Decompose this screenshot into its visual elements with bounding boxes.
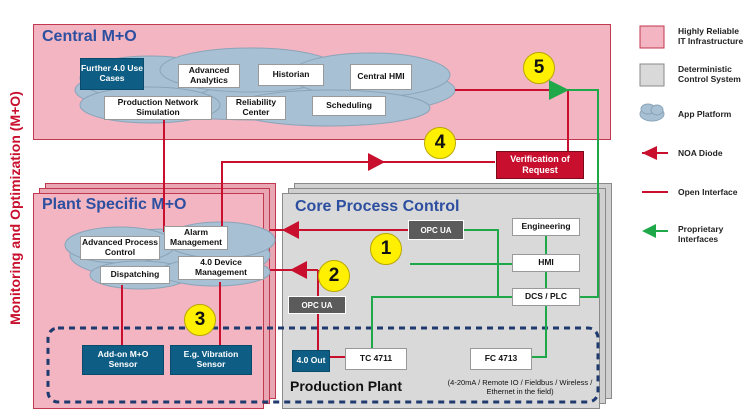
hmi-box: HMI [512,254,580,272]
opc-ua-mid-box: OPC UA [288,296,346,314]
vibration-sensor-box: E.g. Vibration Sensor [170,345,252,375]
core-title: Core Process Control [295,198,460,215]
network-simulation-box: Production Network Simulation [104,96,212,120]
legend-pink-swatch [639,25,665,49]
four-out-box: 4.0 Out [292,350,330,372]
tc-4711-box: TC 4711 [345,348,407,370]
further-use-cases-box: Further 4.0 Use Cases [80,58,144,90]
central-mo-title: Central M+O [42,28,137,45]
production-plant-border [46,326,600,404]
verification-box: Verification of Request [496,151,584,179]
dispatching-box: Dispatching [100,266,170,284]
device-management-box: 4.0 Device Management [178,256,264,280]
number-2: 2 [318,260,350,292]
legend-cloud-icon [639,103,665,122]
opc-ua-top-box: OPC UA [408,220,464,240]
legend-deterministic-label: Deterministic Control System [678,64,741,85]
number-1: 1 [370,233,402,265]
number-3: 3 [184,304,216,336]
fc-4713-box: FC 4713 [470,348,532,370]
reliability-center-box: Reliability Center [226,96,286,120]
dcs-plc-box: DCS / PLC [512,288,580,306]
alarm-management-box: Alarm Management [164,226,228,250]
legend-proprietary-arrow-icon [642,224,668,238]
number-5: 5 [523,52,555,84]
legend-highly-reliable-label: Highly Reliable IT Infrastructure [678,26,744,47]
legend-gray-swatch [639,63,665,87]
central-hmi-box: Central HMI [350,64,412,90]
engineering-box: Engineering [512,218,580,236]
legend-app-platform-label: App Platform [678,109,732,119]
advanced-analytics-box: Advanced Analytics [178,64,240,88]
production-plant-label: Production Plant [290,378,402,394]
legend-noa-diode-icon [642,146,668,160]
historian-box: Historian [258,64,324,86]
legend-proprietary-label: Proprietary Interfaces [678,224,724,245]
scheduling-box: Scheduling [312,96,386,116]
plant-mo-title: Plant Specific M+O [42,196,187,213]
number-4: 4 [424,127,456,159]
advanced-process-control-box: Advanced Process Control [80,236,160,260]
fieldbus-note: (4-20mA / Remote IO / Fieldbus / Wireles… [447,378,593,397]
legend-open-interface-label: Open Interface [678,187,738,197]
legend-noa-diode-label: NOA Diode [678,148,723,158]
addon-sensor-box: Add-on M+O Sensor [82,345,164,375]
